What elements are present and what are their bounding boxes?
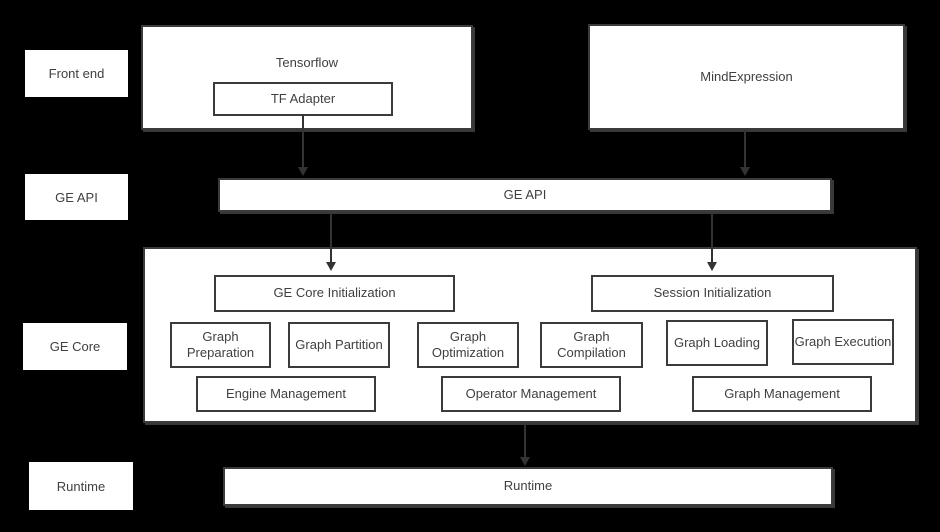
arrow-head-icon [326, 262, 336, 271]
operator-management-box: Operator Management [441, 376, 621, 412]
ge-core-initialization-box: GE Core Initialization [214, 275, 455, 312]
graph-execution-box: Graph Execution [792, 319, 894, 365]
graph-management-box: Graph Management [692, 376, 872, 412]
row-label-runtime: Runtime [29, 462, 133, 510]
graph-partition-box: Graph Partition [288, 322, 390, 368]
tf-adapter-box: TF Adapter [213, 82, 393, 116]
tensorflow-box: Tensorflow TF Adapter [141, 25, 473, 130]
arrow-ge-core-to-runtime [519, 424, 531, 466]
arrow-stem [711, 213, 713, 262]
arrow-mindexpression-to-ge-api [739, 130, 751, 176]
arrow-ge-api-to-ge-core-initialization [325, 213, 337, 271]
tensorflow-label: Tensorflow [275, 55, 339, 70]
row-label-ge-core: GE Core [23, 323, 127, 370]
ge-core-box: GE Core Initialization Session Initializ… [143, 247, 917, 423]
arrow-stem [744, 130, 746, 167]
row-label-ge-api: GE API [25, 174, 128, 220]
mindexpression-box: MindExpression [588, 24, 905, 130]
arrow-head-icon [298, 167, 308, 176]
arrow-stem [524, 424, 526, 457]
arrow-head-icon [707, 262, 717, 271]
arrow-stem [302, 114, 304, 167]
arrow-head-icon [740, 167, 750, 176]
ge-api-bar: GE API [218, 178, 832, 212]
graph-preparation-box: Graph Preparation [170, 322, 271, 368]
runtime-bar: Runtime [223, 467, 833, 506]
session-initialization-box: Session Initialization [591, 275, 834, 312]
arrow-ge-api-to-session-initialization [706, 213, 718, 271]
arrow-tf-adapter-to-ge-api [297, 114, 309, 176]
arrow-stem [330, 213, 332, 262]
graph-compilation-box: Graph Compilation [540, 322, 643, 368]
row-label-front-end: Front end [25, 50, 128, 97]
engine-management-box: Engine Management [196, 376, 376, 412]
graph-optimization-box: Graph Optimization [417, 322, 519, 368]
graph-loading-box: Graph Loading [666, 320, 768, 366]
arrow-head-icon [520, 457, 530, 466]
